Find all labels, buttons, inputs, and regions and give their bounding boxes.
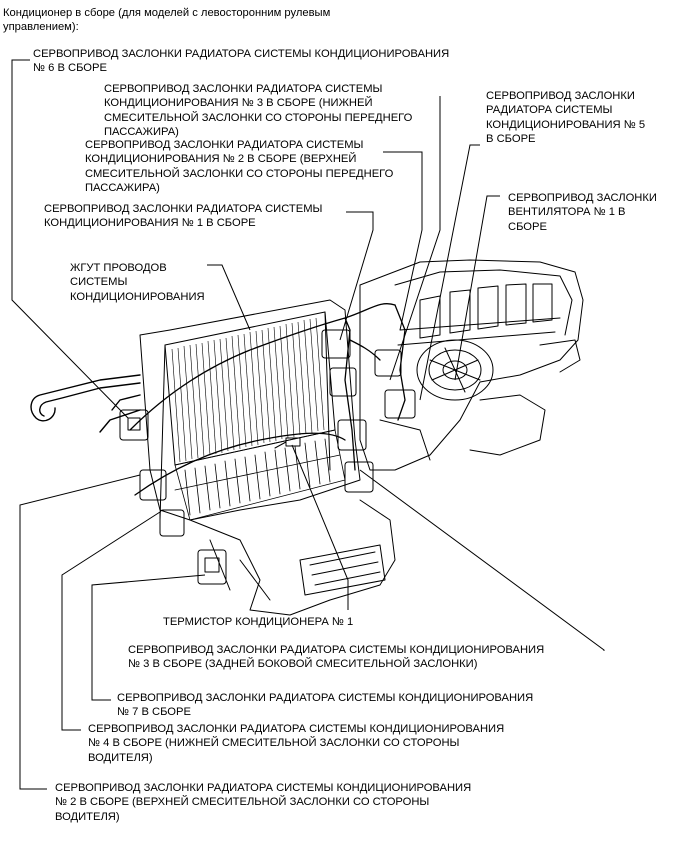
leader-fan-servo-1 [454,195,500,381]
thermistor-sensor [274,437,301,449]
refrigerant-pipes [30,374,141,433]
label-servo-3-passenger: СЕРВОПРИВОД ЗАСЛОНКИ РАДИАТОРА СИСТЕМЫ К… [104,83,413,138]
servo-actuators [119,329,416,585]
blower-housing [359,259,584,471]
label-thermistor: ТЕРМИСТОР КОНДИЦИОНЕРА № 1 [163,616,354,628]
label-servo-2-driver: СЕРВОПРИВОД ЗАСЛОНКИ РАДИАТОРА СИСТЕМЫ К… [55,782,472,823]
leader-servo-3-passenger [389,96,441,381]
leader-thermistor [291,444,349,610]
leader-servo-5 [419,144,480,401]
label-servo-5: СЕРВОПРИВОД ЗАСЛОНКИ РАДИАТОРА СИСТЕМЫ К… [486,90,646,145]
leader-servo-2-driver [19,474,141,790]
leader-servo-6 [11,59,129,419]
leader-servo-3-rear [359,469,605,651]
label-servo-7: СЕРВОПРИВОД ЗАСЛОНКИ РАДИАТОРА СИСТЕМЫ К… [117,692,534,719]
radiator-fins [171,317,325,463]
label-servo-6: СЕРВОПРИВОД ЗАСЛОНКИ РАДИАТОРА СИСТЕМЫ К… [33,48,450,75]
label-servo-1: СЕРВОПРИВОД ЗАСЛОНКИ РАДИАТОРА СИСТЕМЫ К… [44,203,323,230]
leader-servo-1 [339,211,374,341]
leader-lines [11,59,605,790]
leader-servo-4-driver [61,511,161,731]
leader-servo-7 [91,574,206,701]
label-servo-4-driver: СЕРВОПРИВОД ЗАСЛОНКИ РАДИАТОРА СИСТЕМЫ К… [88,723,505,764]
bottom-duct [189,499,396,616]
leader-harness [207,264,251,331]
page-title: Кондиционер в сборе (для моделей с левос… [3,7,331,34]
label-fan-servo-1: СЕРВОПРИВОД ЗАСЛОНКИ ВЕНТИЛЯТОРА № 1 В С… [508,192,657,233]
label-servo-3-rear: СЕРВОПРИВОД ЗАСЛОНКИ РАДИАТОРА СИСТЕМЫ К… [128,644,545,671]
leader-servo-2-passenger [383,151,423,331]
label-servo-2-passenger: СЕРВОПРИВОД ЗАСЛОНКИ РАДИАТОРА СИСТЕМЫ К… [85,139,394,194]
label-wire-harness: ЖГУТ ПРОВОДОВ СИСТЕМЫ КОНДИЦИОНИРОВАНИЯ [70,262,205,303]
wire-harness [129,303,406,496]
